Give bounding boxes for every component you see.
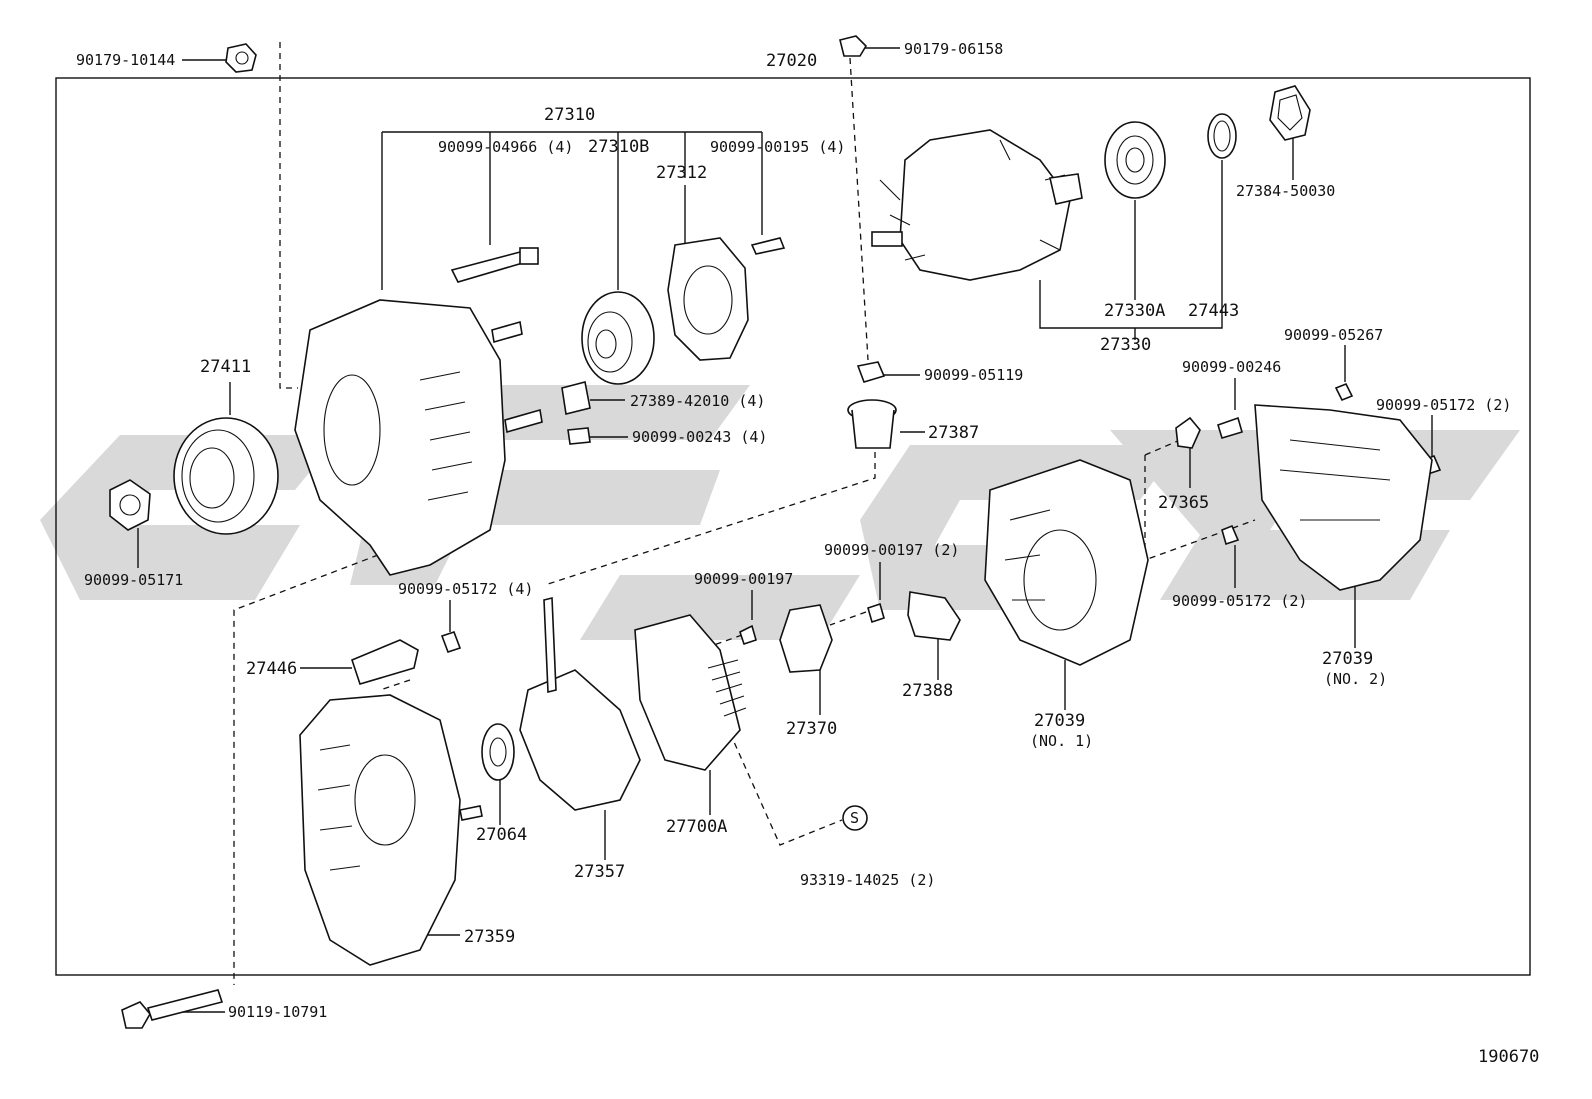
- label-27411: 27411: [200, 357, 251, 377]
- label-27312: 27312: [656, 163, 707, 183]
- part-cover-27039-no1: [984, 459, 1149, 666]
- diagram-frame: [55, 77, 1531, 976]
- part-plate-27312: [667, 237, 749, 361]
- label-90119-10791: 90119-10791: [228, 1003, 327, 1021]
- leader-lines: [137, 47, 1433, 1013]
- label-27310b: 27310B: [588, 137, 649, 157]
- part-holder-27389: [561, 381, 591, 415]
- part-cover-27039-no2: [1254, 404, 1433, 591]
- part-cover-27388: [907, 591, 961, 641]
- label-90099-00197-2: 90099-00197 (2): [824, 541, 959, 559]
- label-90099-00195: 90099-00195 (4): [710, 138, 845, 156]
- label-90099-00243: 90099-00243 (4): [632, 428, 767, 446]
- label-no2: (NO. 2): [1324, 670, 1387, 688]
- label-27330: 27330: [1100, 335, 1151, 355]
- part-plate-27446: [351, 639, 419, 685]
- part-screw-90099-00197-2: [867, 602, 885, 624]
- part-nut-90099-05119: [856, 361, 886, 383]
- part-regulator-27700a: [634, 614, 747, 771]
- part-bolt-90119-10791: [121, 989, 224, 1029]
- label-90179-10144: 90179-10144: [76, 51, 175, 69]
- label-27370: 27370: [786, 719, 837, 739]
- part-stud-90099-04966: [450, 247, 539, 283]
- label-27039-no2: 27039: [1322, 649, 1373, 669]
- label-90099-00246: 90099-00246: [1182, 358, 1281, 376]
- part-holder-27370: [779, 604, 833, 673]
- part-rear-frame-27359: [299, 694, 483, 966]
- part-insulator-27387: [847, 399, 897, 449]
- part-rotor: [871, 129, 1083, 281]
- part-bearing-27330a: [1104, 121, 1166, 199]
- label-190670: 190670: [1478, 1047, 1539, 1067]
- part-washer-27443: [1207, 113, 1237, 159]
- part-screw-90099-00243: [567, 427, 591, 445]
- label-90179-06158: 90179-06158: [904, 40, 1003, 58]
- label-27357: 27357: [574, 862, 625, 882]
- label-27446: 27446: [246, 659, 297, 679]
- label-27039-no1: 27039: [1034, 711, 1085, 731]
- label-90099-05172-4: 90099-05172 (4): [398, 580, 533, 598]
- label-27700a: 27700A: [666, 817, 727, 837]
- part-screw-90099-00246: [1217, 416, 1243, 439]
- part-bearing-27310b: [581, 291, 655, 385]
- part-screw-90099-00195: [750, 237, 786, 255]
- label-27310: 27310: [544, 105, 595, 125]
- part-nut-90099-05172-left: [440, 630, 462, 654]
- callout-symbol-s: [842, 805, 868, 831]
- label-90099-05171: 90099-05171: [84, 571, 183, 589]
- part-nut-top-center: [839, 35, 868, 57]
- part-nut-90099-05171: [109, 479, 151, 531]
- part-labels: 90179-10144 27020 90179-06158 27310 9009…: [76, 40, 1539, 1067]
- part-pulley-27411: [173, 417, 279, 535]
- label-27443: 27443: [1188, 301, 1239, 321]
- label-27359: 27359: [464, 927, 515, 947]
- part-cover-27384: [1269, 85, 1311, 141]
- label-93319-14025: 93319-14025 (2): [800, 871, 935, 889]
- label-90099-05172-2-upper: 90099-05172 (2): [1376, 396, 1511, 414]
- label-90099-04966: 90099-04966 (4): [438, 138, 573, 156]
- part-nut-90099-05172-lower: [1221, 524, 1240, 546]
- label-90099-00197: 90099-00197: [694, 570, 793, 588]
- label-90099-05172-2-lower: 90099-05172 (2): [1172, 592, 1307, 610]
- label-27384-50030: 27384-50030: [1236, 182, 1335, 200]
- part-screw-90099-00197: [739, 624, 757, 646]
- label-27389-42010: 27389-42010 (4): [630, 392, 765, 410]
- part-plate-27365: [1175, 416, 1201, 449]
- label-27365: 27365: [1158, 493, 1209, 513]
- label-27064: 27064: [476, 825, 527, 845]
- label-27388: 27388: [902, 681, 953, 701]
- label-90099-05267: 90099-05267: [1284, 326, 1383, 344]
- label-27330a: 27330A: [1104, 301, 1165, 321]
- part-drive-end-frame: [294, 299, 543, 576]
- label-no1: (NO. 1): [1030, 732, 1093, 750]
- callout-s-text: S: [850, 809, 859, 827]
- part-nut-top: [225, 43, 257, 73]
- part-rectifier-27357: [519, 596, 641, 811]
- label-27020: 27020: [766, 51, 817, 71]
- part-washer-27064: [481, 723, 515, 781]
- label-27387: 27387: [928, 423, 979, 443]
- part-nut-90099-05267: [1334, 382, 1354, 402]
- label-90099-05119: 90099-05119: [924, 366, 1023, 384]
